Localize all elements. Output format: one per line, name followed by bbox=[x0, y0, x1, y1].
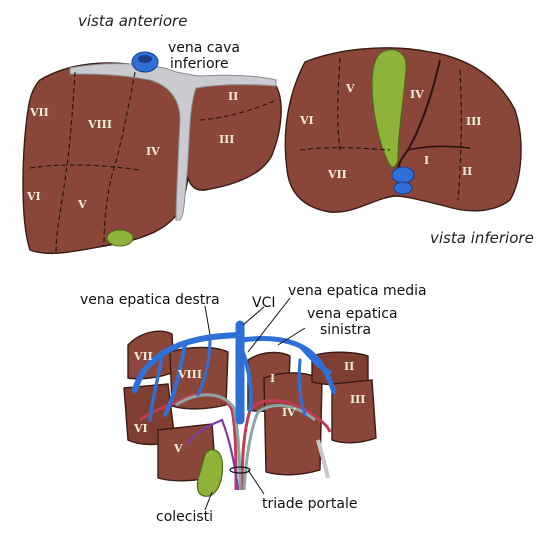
portal-vessels bbox=[139, 392, 332, 491]
seg-bottom-IV: IV bbox=[282, 406, 296, 419]
segment-boundary bbox=[29, 164, 141, 171]
seg-anterior-VII: VII bbox=[29, 106, 49, 119]
leader-vci bbox=[242, 306, 265, 326]
seg-anterior-VI: VI bbox=[26, 190, 41, 203]
segment-boundary bbox=[299, 147, 391, 151]
label-left-hepatic-vein: vena epatica sinistra bbox=[307, 306, 402, 338]
seg-inferior-VI: VI bbox=[299, 114, 314, 127]
caption-inferior: vista inferiore bbox=[430, 229, 534, 247]
block-VIII bbox=[169, 346, 229, 410]
falciform-ligament bbox=[69, 63, 277, 221]
leader-gallbladder bbox=[204, 491, 213, 511]
leader-middle-hepatic bbox=[247, 297, 291, 353]
label-vena-cava-line2: inferiore bbox=[170, 56, 229, 72]
seg-anterior-IV: IV bbox=[146, 145, 160, 158]
seg-bottom-VI: VI bbox=[133, 422, 148, 435]
leader-portal-triad bbox=[247, 469, 265, 495]
label-right-hepatic-vein: vena epatica destra bbox=[80, 292, 220, 308]
segment-boundary bbox=[457, 69, 462, 201]
seg-bottom-VII: VII bbox=[133, 350, 153, 363]
caption-anterior: vista anteriore bbox=[78, 12, 187, 30]
left-hepatic-vein bbox=[239, 336, 337, 395]
exploded-view: VII VIII II I III IV VI V vena epatica d… bbox=[80, 283, 427, 525]
segment-boundary bbox=[103, 71, 136, 247]
seg-inferior-IV: IV bbox=[410, 88, 424, 101]
leader-left-hepatic bbox=[277, 327, 306, 346]
seg-inferior-II: II bbox=[462, 165, 472, 178]
gallbladder-tip bbox=[106, 229, 134, 247]
seg-anterior-II: II bbox=[228, 90, 238, 103]
inferior-view: V IV VI III I VII II vista inferiore bbox=[284, 47, 534, 247]
seg-anterior-VIII: VIII bbox=[87, 118, 112, 131]
ivc-lumen bbox=[138, 55, 152, 63]
anterior-right-lobe bbox=[22, 62, 193, 255]
segment-boundary bbox=[199, 99, 277, 121]
anterior-view: vista anteriore vena cava inferiore VII … bbox=[22, 12, 282, 255]
hepatic-veins bbox=[132, 320, 337, 425]
seg-inferior-III: III bbox=[466, 115, 481, 128]
leader-right-hepatic bbox=[204, 305, 211, 336]
block-III bbox=[331, 379, 377, 444]
ivc-inferior bbox=[391, 166, 415, 184]
seg-inferior-VII: VII bbox=[327, 168, 347, 181]
seg-anterior-V: V bbox=[77, 198, 87, 211]
seg-bottom-III: III bbox=[350, 393, 365, 406]
label-left-hepatic-line2: sinistra bbox=[320, 322, 371, 338]
inferior-liver bbox=[284, 47, 522, 213]
porta-hepatis bbox=[407, 145, 471, 151]
label-vena-cava: vena cava inferiore bbox=[168, 40, 244, 72]
seg-bottom-I: I bbox=[270, 372, 275, 385]
label-vci: VCI bbox=[252, 295, 275, 311]
seg-bottom-II: II bbox=[344, 360, 354, 373]
seg-anterior-III: III bbox=[219, 133, 234, 146]
seg-bottom-VIII: VIII bbox=[177, 368, 202, 381]
block-IV bbox=[263, 372, 323, 476]
label-middle-hepatic-vein: vena epatica media bbox=[288, 283, 427, 299]
seg-inferior-I: I bbox=[424, 154, 429, 167]
label-portal-triad: triade portale bbox=[262, 496, 357, 512]
segment-boundary bbox=[337, 57, 341, 151]
ligamentum-teres bbox=[316, 439, 330, 479]
gallbladder-exploded bbox=[196, 449, 224, 497]
seg-inferior-V: V bbox=[345, 82, 355, 95]
label-gallbladder: colecisti bbox=[156, 509, 213, 525]
seg-bottom-V: V bbox=[173, 442, 183, 455]
label-left-hepatic-line1: vena epatica bbox=[307, 306, 398, 322]
segment-boundary bbox=[55, 71, 76, 253]
right-hepatic-vein bbox=[132, 332, 243, 393]
ivc-inferior-lower bbox=[393, 181, 413, 195]
middle-hepatic-vein bbox=[240, 348, 253, 412]
gallbladder-inferior bbox=[371, 49, 407, 168]
label-vena-cava-line1: vena cava bbox=[168, 40, 240, 56]
